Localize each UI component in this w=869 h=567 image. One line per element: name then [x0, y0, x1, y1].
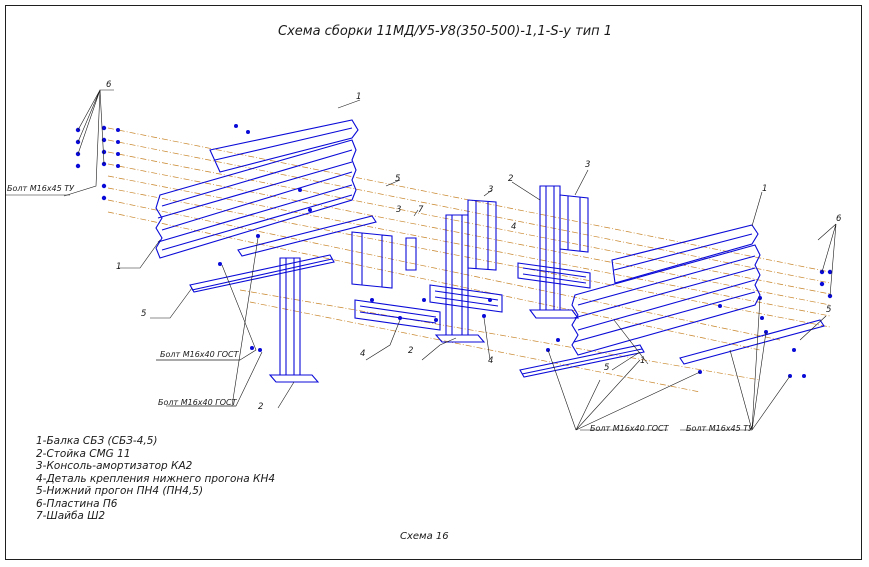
parts-legend: 1-Балка СБЗ (СБЗ-4,5) 2-Стойка СМG 11 3-… [36, 435, 275, 523]
part-number-4-mid: 4 [488, 356, 494, 366]
beam-right [571, 224, 761, 356]
label-underlines [6, 194, 752, 431]
legend-item: 5-Нижний прогон ПН4 (ПН4,5) [36, 485, 204, 497]
part-number-5-right: 5 [826, 305, 832, 315]
bolt-label-gost-2: Болт М16х40 ГОСТ [158, 398, 237, 407]
part-number-3-right: 3 [585, 160, 591, 170]
bolt-label-tu-right: Болт М16х45 ТУ [686, 424, 753, 433]
part-number-5-left: 5 [141, 309, 147, 319]
legend-item: 4-Деталь крепления нижнего прогона КН4 [36, 472, 276, 485]
part-number-1-top: 1 [356, 92, 362, 102]
part-number-5-top: 5 [395, 174, 401, 184]
part-number-1-left: 1 [116, 262, 122, 272]
part-number-2-left: 2 [258, 402, 264, 412]
part-number-2-right: 2 [508, 174, 514, 184]
washer-plate [405, 237, 417, 271]
drawing-title: Схема сборки 11МД/У5-У8(350-500)-1,1-S-у… [278, 24, 613, 39]
leader-lines [63, 89, 837, 431]
part-number-1-right-bottom: 1 [640, 356, 646, 366]
scheme-caption: Схема 16 [400, 531, 449, 542]
part-number-1-right-top: 1 [762, 184, 768, 194]
legend-item: 7-Шайба Ш2 [36, 510, 106, 522]
beam-left [155, 119, 359, 259]
legend-item: 6-Пластина П6 [36, 497, 118, 510]
posts [268, 185, 580, 383]
legend-item: 1-Балка СБЗ (СБЗ-4,5) [36, 435, 158, 447]
part-number-6-right: 6 [836, 214, 842, 224]
drawing-frame [5, 5, 862, 560]
part-number-7: 7 [418, 205, 424, 215]
consoles [351, 194, 589, 289]
bolt-label-tu-left: Болт М16х45 ТУ [7, 184, 74, 193]
legend-item: 3-Консоль-амортизатор КА2 [36, 460, 193, 472]
bolt-label-gost-1: Болт М16х40 ГОСТ [160, 350, 239, 359]
part-number-5-mid: 5 [604, 363, 610, 373]
bolt-label-gost-3: Болт М16х40 ГОСТ [590, 424, 669, 433]
part-number-2-mid: 2 [408, 346, 414, 356]
fixings [354, 262, 591, 331]
part-number-4-left: 4 [360, 349, 366, 359]
legend-item: 2-Стойка СМG 11 [36, 447, 131, 460]
part-number-3-mid: 3 [488, 185, 494, 195]
part-number-3-left: 3 [396, 205, 402, 215]
part-number-6-left: 6 [106, 80, 112, 90]
part-number-4-right: 4 [511, 222, 517, 232]
lower-rails [189, 215, 825, 378]
bolts [75, 124, 833, 378]
